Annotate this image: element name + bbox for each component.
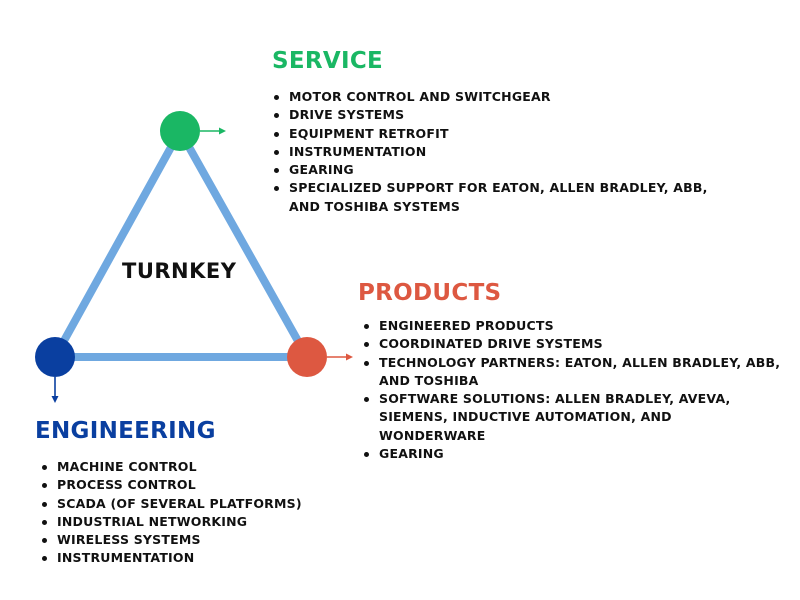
triangle-edge-right xyxy=(176,127,311,361)
list-item: SOFTWARE SOLUTIONS: ALLEN BRADLEY, AVEVA… xyxy=(361,390,781,445)
list-item: MOTOR CONTROL AND SWITCHGEAR xyxy=(271,88,711,106)
products-node xyxy=(287,337,327,377)
triangle-edge-left xyxy=(51,127,184,361)
list-item: INSTRUMENTATION xyxy=(271,143,711,161)
engineering-arrow xyxy=(51,377,59,403)
list-item: EQUIPMENT RETROFIT xyxy=(271,125,711,143)
list-item: WIRELESS SYSTEMS xyxy=(39,531,329,549)
list-item: SCADA (OF SEVERAL PLATFORMS) xyxy=(39,495,329,513)
list-item: GEARING xyxy=(271,161,711,179)
service-heading: SERVICE xyxy=(272,48,384,74)
engineering-heading: ENGINEERING xyxy=(35,418,216,444)
engineering-node xyxy=(35,337,75,377)
products-list: ENGINEERED PRODUCTS COORDINATED DRIVE SY… xyxy=(361,317,781,463)
list-item: SPECIALIZED SUPPORT FOR EATON, ALLEN BRA… xyxy=(271,179,711,216)
products-arrow xyxy=(327,353,353,361)
service-node xyxy=(160,111,200,151)
products-heading: PRODUCTS xyxy=(358,280,502,306)
triangle xyxy=(51,127,311,361)
list-item: ENGINEERED PRODUCTS xyxy=(361,317,781,335)
list-item: MACHINE CONTROL xyxy=(39,458,329,476)
turnkey-label: TURNKEY xyxy=(122,259,237,283)
service-list: MOTOR CONTROL AND SWITCHGEAR DRIVE SYSTE… xyxy=(271,88,711,216)
service-arrow xyxy=(200,127,226,135)
list-item: PROCESS CONTROL xyxy=(39,476,329,494)
list-item: DRIVE SYSTEMS xyxy=(271,106,711,124)
list-item: GEARING xyxy=(361,445,781,463)
list-item: COORDINATED DRIVE SYSTEMS xyxy=(361,335,781,353)
list-item: INSTRUMENTATION xyxy=(39,549,329,567)
list-item: TECHNOLOGY PARTNERS: EATON, ALLEN BRADLE… xyxy=(361,354,781,391)
engineering-list: MACHINE CONTROL PROCESS CONTROL SCADA (O… xyxy=(39,458,329,568)
list-item: INDUSTRIAL NETWORKING xyxy=(39,513,329,531)
